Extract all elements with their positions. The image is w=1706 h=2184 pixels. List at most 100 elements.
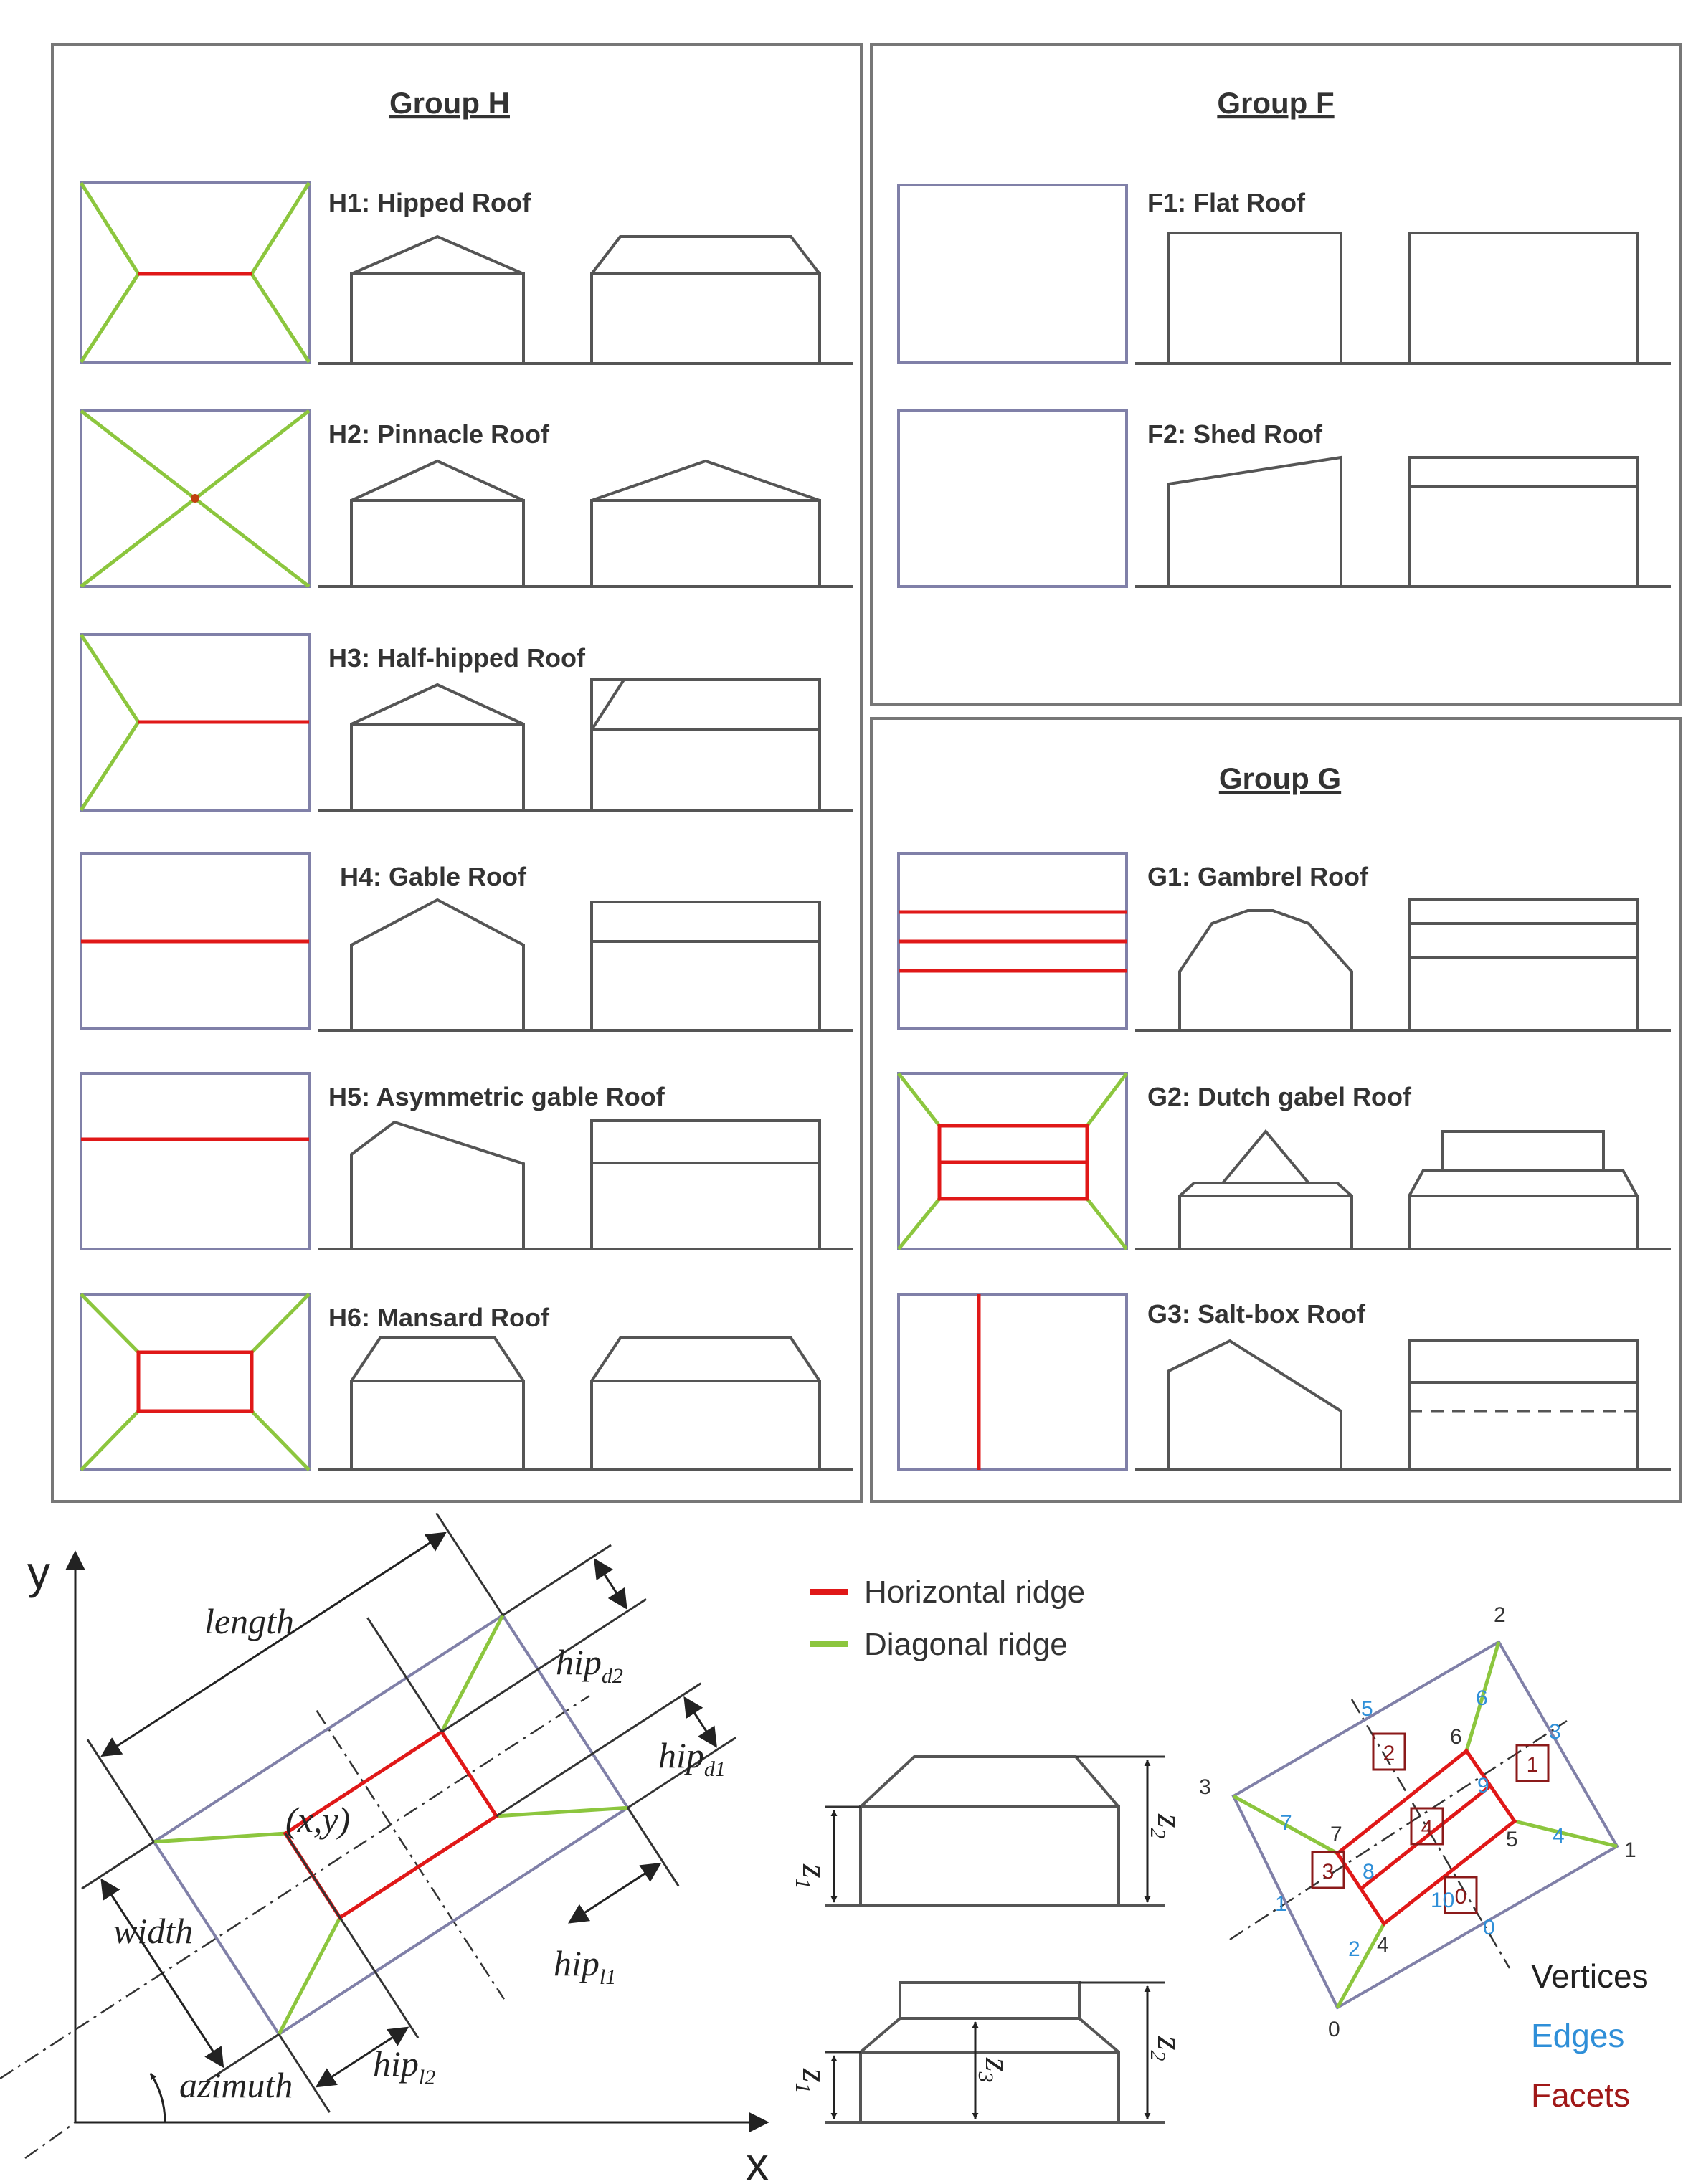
h5-front-elevation (350, 1120, 525, 1249)
hip-d1-dimension (683, 1696, 717, 1748)
facet-4: 4 (1421, 1816, 1433, 1840)
g2-plan (897, 1072, 1128, 1250)
h5-side-elevation (590, 1119, 821, 1250)
g3-side-elevation (1408, 1339, 1639, 1471)
h2-front-elevation (350, 499, 525, 587)
h5-plan (80, 1072, 311, 1250)
group-f-title: Group F (1217, 86, 1334, 120)
g1-side-elevation (1408, 898, 1639, 1032)
hip-d2-dimension (594, 1558, 627, 1610)
h3-front-elevation (350, 723, 525, 810)
facet-3: 3 (1322, 1860, 1335, 1884)
group-f-frame (870, 43, 1682, 706)
edge-10: 10 (1431, 1889, 1454, 1912)
f2-label: F2: Shed Roof (1147, 419, 1323, 449)
h3-label: H3: Half-hipped Roof (328, 643, 586, 673)
key-vertices: Vertices (1531, 1957, 1649, 1995)
x-axis-label: x (746, 2138, 769, 2184)
h6-plan (80, 1293, 311, 1471)
z1b-label: z1 (791, 2068, 835, 2093)
diagonal-ridge-label: Diagonal ridge (864, 1627, 1068, 1662)
hip-l1-dimension (568, 1862, 662, 1924)
g3-plan (897, 1293, 1128, 1471)
h1-plan (80, 181, 311, 364)
center-label: (x,y) (285, 1800, 350, 1840)
roof-g2: G2: Dutch gabel Roof (897, 1072, 1671, 1250)
h6-side-elevation (590, 1380, 821, 1470)
vertex-0: 0 (1328, 2018, 1340, 2041)
group-g-frame (870, 717, 1682, 1503)
edge-8: 8 (1363, 1860, 1375, 1884)
parameter-diagram: y x (0, 1512, 769, 2184)
height-diagram-z1-z2: z1 z2 (791, 1755, 1190, 1907)
roof-f2: F2: Shed Roof (897, 409, 1671, 588)
z2b-label: z2 (1146, 2036, 1190, 2061)
h4-side-elevation (590, 901, 821, 1032)
h1-label: H1: Hipped Roof (328, 188, 531, 217)
edge-9: 9 (1477, 1774, 1489, 1798)
f2-side-elevation (1408, 456, 1639, 588)
group-g-panel: Group G G1: Gambrel Roof G2: Dutch gabel… (870, 717, 1682, 1503)
h6-ridge-rect (136, 1350, 254, 1413)
length-dimension (100, 1532, 447, 1757)
f1-front-elevation (1167, 232, 1342, 365)
h4-front-elevation (350, 898, 525, 1030)
azimuth-arc (149, 2073, 166, 2123)
vertex-6: 6 (1450, 1725, 1462, 1749)
f1-label: F1: Flat Roof (1147, 188, 1306, 217)
roof-h1: H1: Hipped Roof (79, 181, 853, 365)
vertex-2: 2 (1494, 1603, 1506, 1627)
g2-label: G2: Dutch gabel Roof (1147, 1082, 1412, 1111)
vertex-3: 3 (1199, 1775, 1211, 1799)
f1-plan (897, 184, 1128, 364)
vertex-5: 5 (1506, 1828, 1518, 1851)
g1-label: G1: Gambrel Roof (1147, 862, 1369, 891)
g2-front-elevation (1178, 1195, 1353, 1249)
h2-plan (80, 409, 311, 588)
roof-h5: H5: Asymmetric gable Roof (80, 1072, 853, 1250)
h3-side-elevation (590, 678, 821, 810)
edge-1: 1 (1275, 1892, 1287, 1916)
group-h-panel: Group H H1: Hipped Roof H2: Pinnacle Roo… (51, 43, 863, 1503)
g3-front-elevation (1167, 1339, 1342, 1470)
g3-label: G3: Salt-box Roof (1147, 1299, 1366, 1329)
z1-label: z1 (791, 1863, 835, 1889)
hip-d2-label: hipd2 (556, 1642, 623, 1688)
group-h-title: Group H (389, 86, 510, 120)
hip-l2-dimension (315, 2026, 409, 2088)
roof-f1: F1: Flat Roof (897, 184, 1671, 365)
edge-5: 5 (1361, 1697, 1373, 1721)
roof-g3: G3: Salt-box Roof (897, 1293, 1671, 1471)
vertex-1: 1 (1624, 1838, 1636, 1862)
z3-label: z3 (974, 2057, 1018, 2082)
main-axis-line (0, 1695, 590, 2080)
g2-side-elevation (1408, 1195, 1639, 1249)
h2-label: H2: Pinnacle Roof (328, 419, 550, 449)
edge-7: 7 (1280, 1811, 1292, 1835)
key-facets: Facets (1531, 2076, 1630, 2114)
group-f-panel: Group F F1: Flat Roof F2: Shed Roof (870, 43, 1682, 706)
hip-l1-label: hipl1 (554, 1943, 616, 1989)
azimuth-label: azimuth (179, 2065, 293, 2105)
h1-front-elevation (350, 272, 525, 364)
edge-4: 4 (1553, 1824, 1565, 1848)
y-axis-label: y (27, 1547, 50, 1598)
h5-label: H5: Asymmetric gable Roof (328, 1082, 665, 1111)
vertex-4: 4 (1377, 1933, 1389, 1957)
roof-h4: H4: Gable Roof (80, 852, 853, 1032)
edge-6: 6 (1476, 1686, 1488, 1710)
facet-0: 0 (1455, 1885, 1467, 1909)
horizontal-ridge-label: Horizontal ridge (864, 1575, 1085, 1610)
facet-2: 2 (1383, 1742, 1395, 1765)
facet-1: 1 (1527, 1753, 1539, 1777)
h1-side-elevation (590, 272, 821, 364)
ridge-legend: Horizontal ridge Diagonal ridge (810, 1575, 1085, 1662)
hip-l2-label: hipl2 (373, 2043, 435, 2089)
edge-3: 3 (1549, 1720, 1561, 1744)
edge-2: 2 (1348, 1937, 1360, 1961)
hip-d1-label: hipd1 (658, 1735, 726, 1781)
group-g-title: Group G (1219, 761, 1341, 795)
group-h-frame (51, 43, 863, 1503)
vertex-7: 7 (1330, 1823, 1342, 1846)
